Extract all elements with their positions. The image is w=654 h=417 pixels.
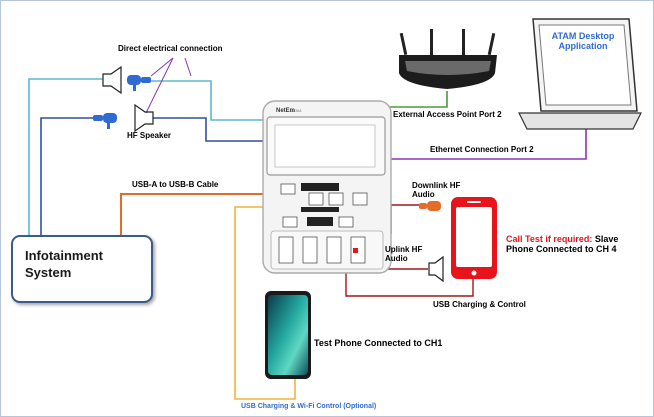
usb-wifi-label: USB Charging & Wi-Fi Control (Optional) (241, 403, 377, 410)
infotainment-label: Infotainment System (25, 248, 103, 280)
wire-teal-device (151, 80, 263, 121)
direct-connection-label: Direct electrical connection (118, 44, 223, 53)
wire-ethernet (391, 129, 587, 160)
hf-speaker-label: HF Speaker (127, 131, 172, 140)
microphone-icon (419, 201, 441, 211)
device-brand: NetEm (276, 108, 295, 114)
uplink-label: Uplink HF Audio (385, 245, 423, 264)
access-point-label: External Access Point Port 2 (393, 110, 502, 119)
router-icon (399, 29, 497, 89)
smartphone-icon (265, 291, 311, 379)
test-equipment-icon (262, 100, 392, 274)
speaker-icon (428, 255, 444, 283)
wire-teal-mic (28, 78, 103, 237)
microphone-icon (127, 75, 151, 91)
microphone-icon (93, 113, 117, 129)
laptop-icon (518, 18, 642, 130)
ethernet-label: Ethernet Connection Port 2 (430, 145, 534, 154)
speaker-icon (134, 103, 154, 133)
call-test-red-text: Call Test if required: (506, 234, 593, 244)
wire-usb-yellow (234, 206, 301, 400)
usb-cable-label: USB-A to USB-B Cable (132, 180, 219, 189)
atam-app-label: ATAM Desktop Application (551, 31, 615, 52)
test-phone-label: Test Phone Connected to CH1 (314, 338, 443, 348)
call-test-text: Slave Phone Connected to CH 4 (506, 234, 619, 255)
smartphone-icon (451, 197, 497, 279)
wire-navy-speaker (40, 117, 101, 237)
wire-usb-orange (120, 193, 296, 237)
speaker-icon (102, 65, 122, 95)
wire-navy-device (153, 117, 263, 142)
usb-control-label: USB Charging & Control (433, 300, 526, 309)
downlink-label: Downlink HF Audio (412, 181, 461, 200)
device-model: ATAM (291, 108, 302, 113)
infotainment-system-box: Infotainment System (11, 235, 153, 303)
annotation-lines (145, 57, 192, 114)
call-test-label: Call Test if required: Slave Phone Conne… (506, 234, 648, 255)
